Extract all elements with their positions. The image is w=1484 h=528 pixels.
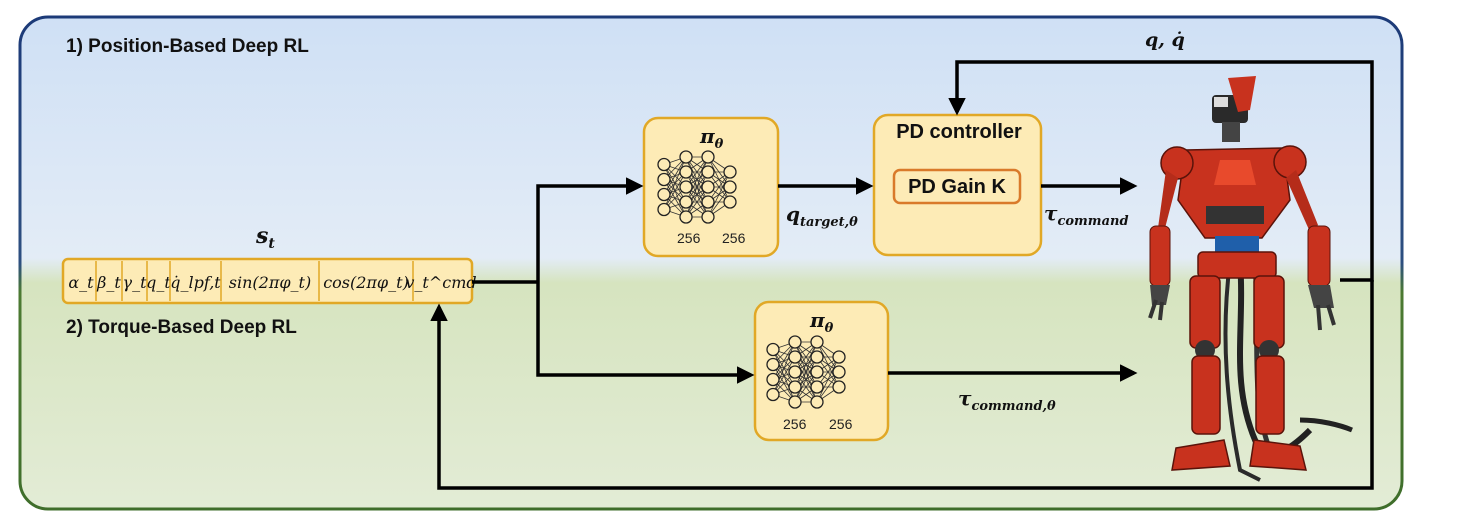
pd-controller-box: PD controller PD Gain K bbox=[872, 113, 1043, 257]
nn-edge bbox=[663, 171, 687, 210]
nn-node bbox=[788, 350, 802, 364]
layer-size-bottom-2: 256 bbox=[829, 416, 853, 432]
nn-edge bbox=[794, 341, 818, 388]
section-title-position: 1) Position-Based Deep RL bbox=[66, 36, 309, 57]
nn-node bbox=[832, 365, 846, 379]
nn-node bbox=[679, 150, 693, 164]
background-panel bbox=[18, 15, 1404, 511]
connections bbox=[430, 60, 1374, 490]
nn-node bbox=[701, 180, 715, 194]
nn-edge bbox=[816, 356, 840, 403]
nn-node bbox=[766, 357, 780, 372]
nn-node bbox=[657, 187, 671, 202]
nn-node bbox=[679, 165, 693, 179]
nn-node bbox=[657, 202, 671, 217]
nn-node bbox=[810, 350, 824, 364]
nn-node bbox=[723, 195, 737, 209]
nn-node bbox=[810, 335, 824, 349]
nn-edge bbox=[663, 156, 687, 195]
policy-network-bottom: πθ 256 256 bbox=[753, 300, 890, 442]
layer-size-bottom-1: 256 bbox=[783, 416, 807, 432]
nn-node bbox=[788, 395, 802, 409]
state-component: β_t bbox=[96, 273, 121, 292]
policy-network-top: πθ 256 256 bbox=[642, 116, 780, 258]
pd-gain-box bbox=[892, 168, 1022, 205]
nn-edge bbox=[685, 171, 709, 218]
state-component: cos(2πφ_t) bbox=[323, 273, 409, 292]
state-component: q̇_lpf,t bbox=[170, 273, 221, 292]
pd-controller-title: PD controller bbox=[896, 121, 1022, 143]
feedback-label: q, q̇ bbox=[1145, 29, 1185, 51]
nn-node bbox=[679, 195, 693, 209]
nn-node bbox=[810, 365, 824, 379]
nn-node bbox=[723, 180, 737, 194]
nn-node bbox=[832, 380, 846, 394]
nn-node bbox=[766, 342, 780, 357]
state-component: v_t^cmd bbox=[405, 273, 476, 292]
state-component: q_t bbox=[146, 273, 171, 292]
nn-edge bbox=[772, 341, 796, 380]
nn-node bbox=[657, 157, 671, 172]
state-component: α_t bbox=[68, 273, 94, 292]
pd-gain-label: PD Gain K bbox=[908, 176, 1006, 198]
nn-node bbox=[723, 165, 737, 179]
nn-node bbox=[788, 335, 802, 349]
nn-edge bbox=[663, 156, 687, 210]
nn-node bbox=[679, 180, 693, 194]
nn-edge bbox=[685, 156, 709, 203]
nn-edge bbox=[794, 356, 818, 403]
nn-node bbox=[701, 210, 715, 224]
nn-edge bbox=[772, 356, 796, 395]
layer-size-top-2: 256 bbox=[722, 230, 746, 246]
nn-node bbox=[766, 372, 780, 387]
nn-node bbox=[701, 150, 715, 164]
humanoid-robot-image bbox=[1148, 76, 1353, 482]
nn-node bbox=[832, 350, 846, 364]
nn-node bbox=[679, 210, 693, 224]
nn-edge bbox=[772, 341, 796, 395]
nn-node bbox=[788, 365, 802, 379]
nn-node bbox=[810, 380, 824, 394]
nn-node bbox=[810, 395, 824, 409]
nn-edge bbox=[707, 171, 731, 218]
nn-node bbox=[657, 172, 671, 187]
layer-size-top-1: 256 bbox=[677, 230, 701, 246]
nn-node bbox=[766, 387, 780, 402]
section-title-torque: 2) Torque-Based Deep RL bbox=[66, 317, 297, 338]
nn-node bbox=[701, 165, 715, 179]
nn-node bbox=[788, 380, 802, 394]
nn-node bbox=[701, 195, 715, 209]
state-component: sin(2πφ_t) bbox=[229, 273, 311, 292]
state-component: γ_t bbox=[123, 273, 148, 292]
